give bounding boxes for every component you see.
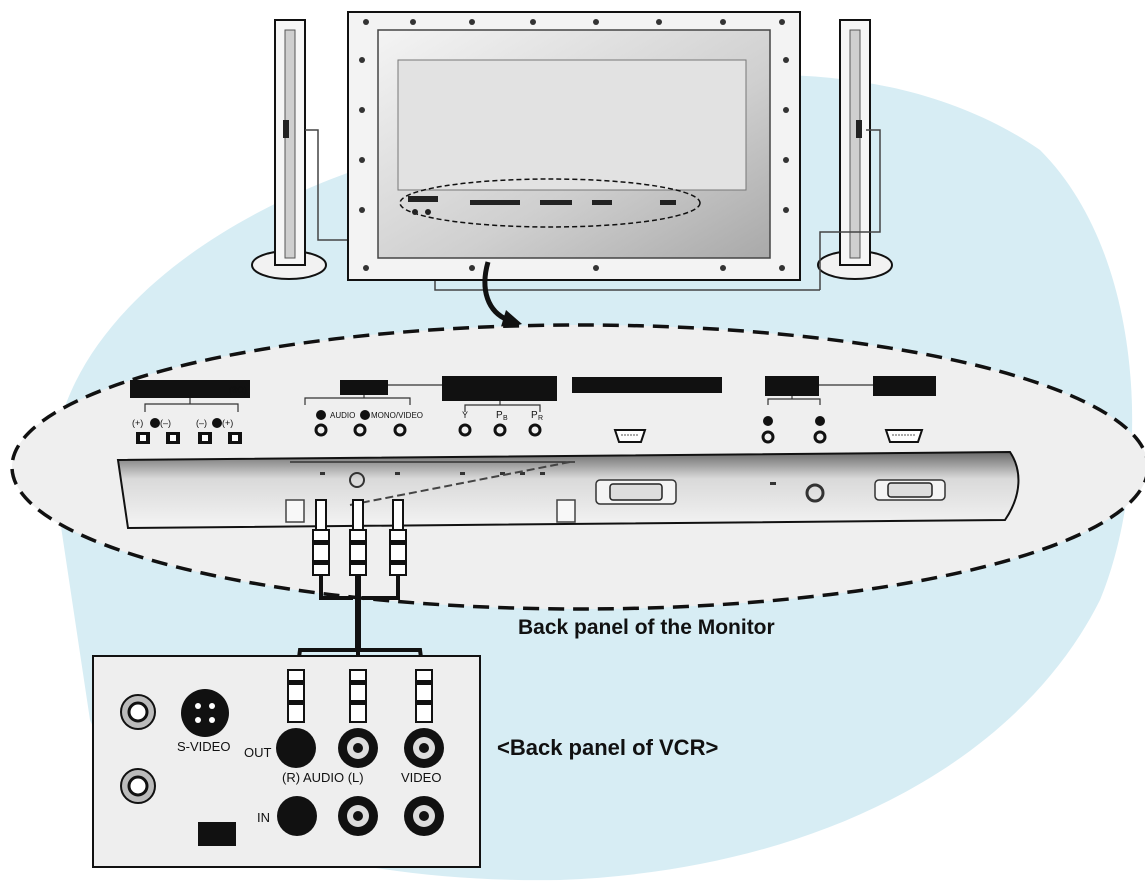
audio-out-block [765, 376, 819, 396]
s-video-jack [181, 689, 229, 737]
vcr-back-panel-caption: <Back panel of VCR> [497, 735, 719, 760]
rs232-block [873, 376, 936, 396]
monitor-back-panel-caption: Back panel of the Monitor [518, 616, 775, 639]
vcr-left-jacks [120, 694, 156, 804]
audio-label: AUDIO [330, 411, 355, 420]
component-pb-sub: B [503, 415, 508, 422]
rs232-connector [884, 429, 924, 443]
left-speaker [251, 19, 327, 280]
component-y-label: Y [462, 410, 468, 420]
right-speaker [817, 19, 893, 280]
in-label: IN [257, 810, 270, 825]
rgb-connector [613, 429, 647, 443]
ledge-vga-port [595, 479, 677, 505]
monitor-back-panel-zoom: (8Ω) (+) (–) (–) (+) AUDIO [10, 323, 1145, 611]
speaker-minus-left: (–) [160, 418, 171, 428]
vcr-out-jacks [276, 728, 444, 768]
speaker-terminals [136, 432, 242, 444]
component-block [442, 376, 557, 401]
audio-in-block [340, 380, 388, 395]
vcr-in-jacks [277, 796, 444, 836]
audio-rl-label: (R) AUDIO (L) [282, 770, 364, 785]
component-pr-label: P [531, 410, 538, 421]
ledge-rs232-port [874, 479, 946, 501]
vcr-back-panel: S-VIDEO OUT (R) AUDIO (L) VIDEO IN [92, 655, 481, 868]
mono-video-label: MONO/VIDEO [371, 411, 423, 420]
av-in-jacks [314, 423, 407, 437]
zoom-arrow [482, 261, 510, 323]
speaker-plus-right: (+) [222, 418, 233, 428]
speaker-plus-left: (+) [132, 418, 143, 428]
vcr-rf-block [198, 822, 236, 846]
audio-out-jacks [761, 416, 827, 444]
panel-ledge [116, 450, 1020, 530]
speaker-minus-right: (–) [196, 418, 207, 428]
component-jacks [458, 423, 542, 437]
out-label: OUT [244, 745, 272, 760]
speaker-impedance-tag: (8Ω) [229, 385, 247, 395]
monitor-connector-highlight [399, 178, 701, 228]
component-pr-sub: R [538, 415, 543, 422]
video-label: VIDEO [401, 770, 441, 785]
speaker-out-block [130, 380, 250, 398]
s-video-label: S-VIDEO [177, 739, 230, 754]
monitor-illustration [251, 11, 893, 330]
rgb-in-block [572, 377, 722, 393]
component-pb-label: P [496, 410, 503, 421]
